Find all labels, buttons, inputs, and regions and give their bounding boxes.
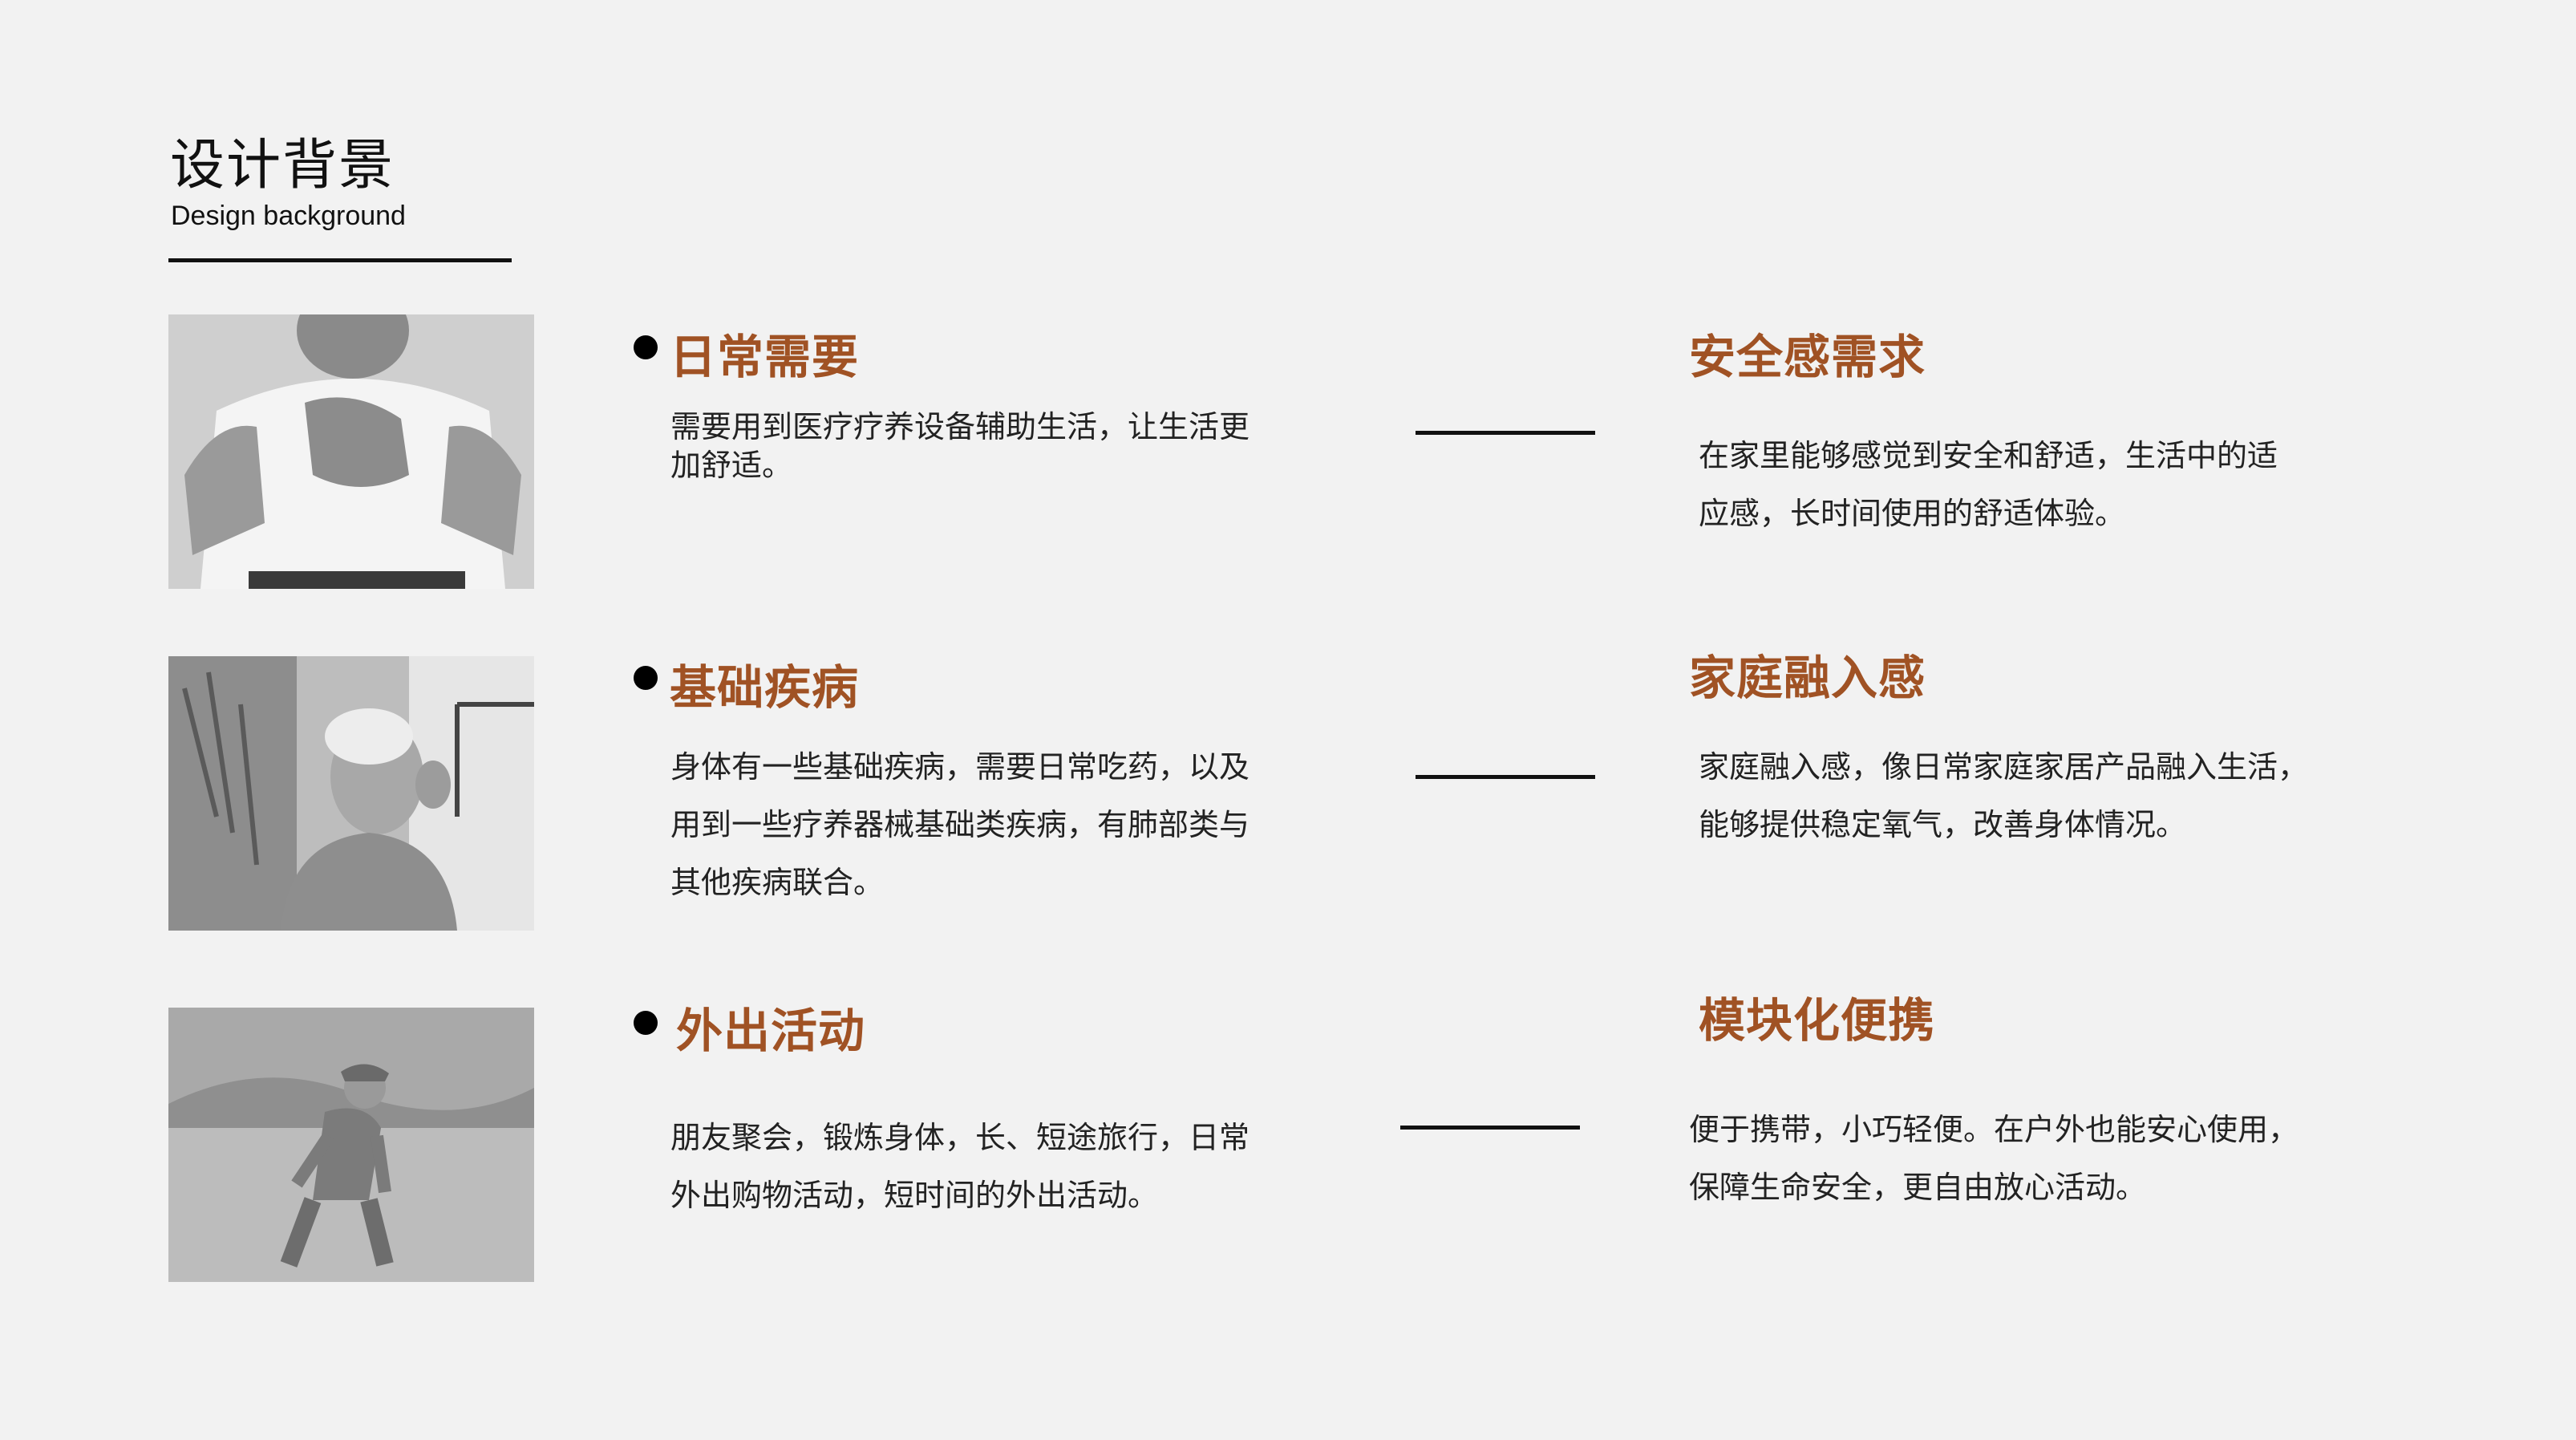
page-title: 设计背景 xyxy=(170,134,395,197)
left-heading-3: 外出活动 xyxy=(676,1004,866,1058)
left-text-2: 身体有一些基础疾病，需要日常吃药，以及 用到一些疗养器械基础类疾病，有肺部类与 … xyxy=(670,738,1312,911)
text-line: 保障生命安全，更自由放心活动。 xyxy=(1689,1170,2147,1205)
connector-line xyxy=(1416,431,1595,435)
text-line: 其他疾病联合。 xyxy=(670,865,885,900)
left-text-1: 需要用到医疗疗养设备辅助生活，让生活更 加舒适。 xyxy=(670,408,1312,485)
right-text-2: 家庭融入感，像日常家庭家居产品融入生活， 能够提供稳定氧气，改善身体情况。 xyxy=(1699,738,2340,854)
connector-line xyxy=(1400,1126,1580,1130)
connector-line xyxy=(1416,775,1595,779)
left-heading-1: 日常需要 xyxy=(670,330,860,384)
bullet-dot xyxy=(634,1011,658,1035)
photo-elderly-chest xyxy=(168,314,534,589)
bullet-dot xyxy=(634,335,658,359)
left-text-3: 朋友聚会，锻炼身体，长、短途旅行，日常 外出购物活动，短时间的外出活动。 xyxy=(670,1109,1312,1224)
right-text-3: 便于携带，小巧轻便。在户外也能安心使用， 保障生命安全，更自由放心活动。 xyxy=(1689,1101,2331,1216)
text-line: 能够提供稳定氧气，改善身体情况。 xyxy=(1699,807,2187,842)
text-line: 加舒适。 xyxy=(670,448,793,483)
page-subtitle: Design background xyxy=(171,201,406,231)
photo-elderly-outdoor xyxy=(168,1008,534,1282)
right-text-1: 在家里能够感觉到安全和舒适，生活中的适 应感，长时间使用的舒适体验。 xyxy=(1699,427,2340,542)
right-heading-3: 模块化便携 xyxy=(1699,993,1936,1048)
text-line: 外出购物活动，短时间的外出活动。 xyxy=(670,1178,1159,1213)
text-line: 便于携带，小巧轻便。在户外也能安心使用， xyxy=(1689,1112,2299,1147)
right-heading-2: 家庭融入感 xyxy=(1689,651,1926,705)
text-line: 家庭融入感，像日常家庭家居产品融入生活， xyxy=(1699,749,2309,785)
text-line: 朋友聚会，锻炼身体，长、短途旅行，日常 xyxy=(670,1120,1250,1155)
right-heading-1: 安全感需求 xyxy=(1689,330,1926,384)
left-heading-2: 基础疾病 xyxy=(670,660,860,715)
bullet-dot xyxy=(634,666,658,690)
title-underline xyxy=(168,258,512,262)
text-line: 身体有一些基础疾病，需要日常吃药，以及 xyxy=(670,749,1250,785)
text-line: 需要用到医疗疗养设备辅助生活，让生活更 xyxy=(670,409,1250,444)
text-line: 应感，长时间使用的舒适体验。 xyxy=(1699,496,2126,531)
text-line: 在家里能够感觉到安全和舒适，生活中的适 xyxy=(1699,438,2278,473)
photo-elderly-cough xyxy=(168,656,534,931)
text-line: 用到一些疗养器械基础类疾病，有肺部类与 xyxy=(670,807,1250,842)
